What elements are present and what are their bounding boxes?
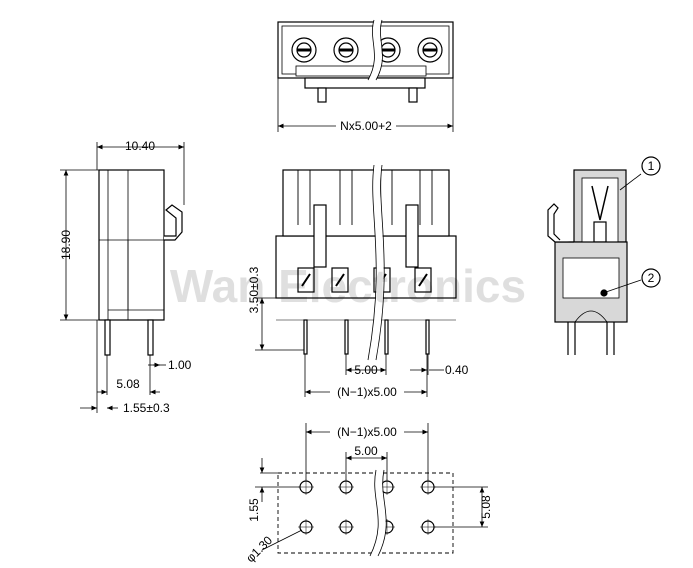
front-view-span-label: (N−1)x5.00 — [337, 385, 397, 399]
footprint-dimensions — [255, 423, 488, 551]
side-view-body — [98, 169, 165, 321]
footprint-edge-label: 1.55 — [247, 498, 261, 522]
watermark-text: Wan Electronics — [170, 260, 526, 312]
front-view-pin-width-label: 0.40 — [445, 363, 469, 377]
side-view-width-label: 10.40 — [125, 139, 155, 153]
callout-2-circle — [641, 268, 661, 288]
top-view-dimension — [277, 78, 454, 132]
section-view — [547, 156, 661, 355]
side-view-pitch-row-label: 5.08 — [116, 377, 140, 391]
side-view-dimensions — [60, 142, 185, 413]
side-view — [98, 169, 183, 356]
callout-1-label: 1 — [648, 159, 655, 173]
side-view-height-label: 18.90 — [59, 230, 73, 260]
footprint-span-label: (N−1)x5.00 — [337, 425, 397, 439]
footprint-holes — [299, 480, 435, 534]
front-view-wire-entries — [297, 170, 433, 225]
side-view-offset-label: 1.55±0.3 — [123, 401, 170, 415]
front-view-dimensions — [255, 297, 444, 397]
footprint-outline — [277, 472, 454, 554]
top-view-screw-terminals — [291, 37, 443, 63]
footprint — [277, 469, 454, 558]
callout-1-circle — [641, 156, 661, 176]
front-view-pitch-label: 5.00 — [354, 363, 378, 377]
side-view-pin-right — [147, 319, 154, 356]
callout-2-label: 2 — [648, 271, 655, 285]
footprint-hole-label: φ1.30 — [243, 533, 275, 565]
front-view — [275, 164, 457, 361]
side-view-pin-left — [104, 319, 111, 356]
front-view-pin-height-label: 3.50±0.3 — [247, 266, 261, 313]
footprint-pitch-label: 5.00 — [354, 444, 378, 458]
top-view-width-label: Nx5.00+2 — [340, 119, 392, 133]
top-view — [277, 18, 454, 103]
front-view-pins — [303, 319, 430, 355]
footprint-row-pitch-label: 5.08 — [479, 495, 493, 519]
side-view-pin-thickness-label: 1.00 — [168, 358, 192, 372]
